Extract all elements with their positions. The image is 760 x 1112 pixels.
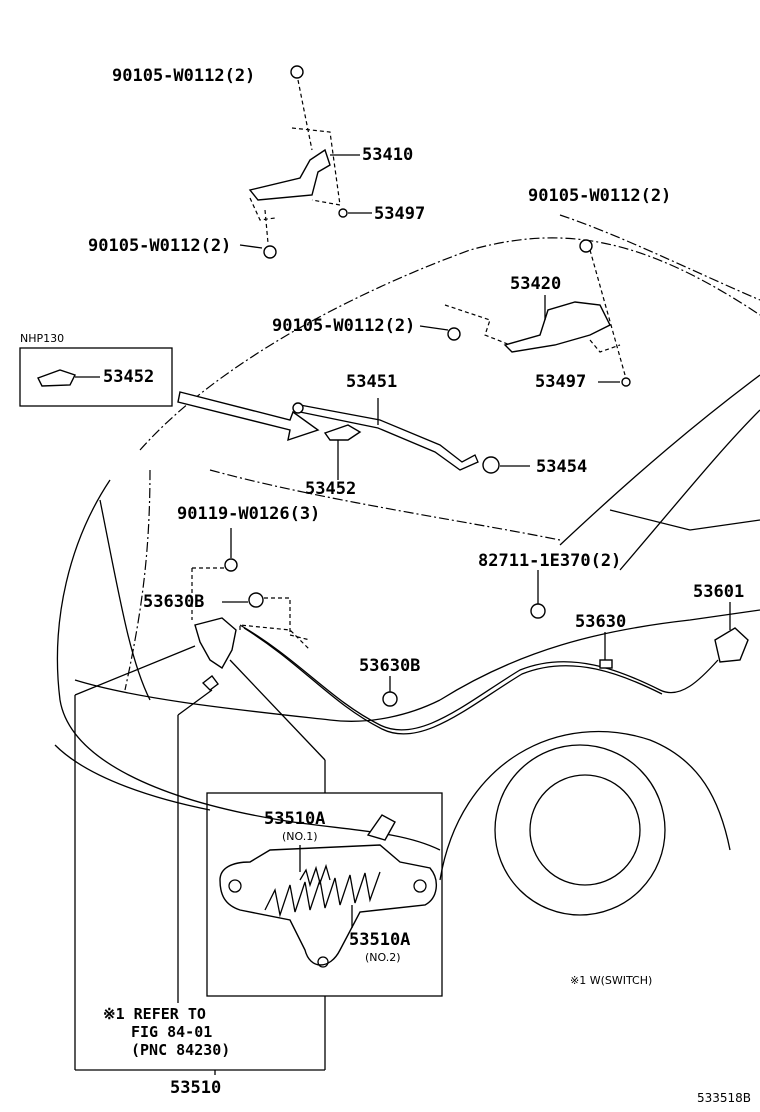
wheel-inner	[529, 774, 641, 886]
leader-small-part	[177, 689, 213, 716]
bolt-lock-shape	[224, 558, 238, 572]
label-spring-no1-note: (NO.1)	[282, 830, 318, 843]
label-spring-no2-note: (NO.2)	[365, 951, 401, 964]
detail-box	[206, 792, 443, 997]
plate-hole-right	[413, 879, 427, 893]
leader-rh-bolt	[589, 249, 626, 376]
label-spring-no2: 53510A	[349, 930, 411, 950]
hinge-rh-dash-box	[444, 304, 511, 346]
leader-lock-detail-a	[229, 659, 326, 761]
grille-outline	[74, 679, 441, 722]
small-part-shape	[201, 675, 219, 691]
wheel-arch	[439, 730, 731, 881]
clamp-lock-shape	[248, 592, 264, 608]
label-clamp-cable: 53630B	[359, 656, 421, 676]
cable-shape-2	[243, 627, 663, 735]
ref-line2: FIG 84-01	[131, 1023, 213, 1041]
ref-line3: (PNC 84230)	[131, 1041, 231, 1059]
spring-small	[299, 863, 331, 888]
variant-box	[19, 347, 173, 407]
label-holder: 53452	[305, 479, 357, 499]
label-switch-note: ※1 W(SWITCH)	[570, 974, 653, 987]
cable-shape	[239, 624, 719, 731]
hood-side-edge	[209, 469, 561, 541]
label-holder-box: 53452	[103, 367, 155, 387]
detail-hook	[366, 814, 396, 841]
wheel-outer	[494, 744, 666, 916]
hinge-rh-shape	[503, 301, 611, 353]
label-clip-cable: 82711-1E370(2)	[478, 551, 622, 571]
label-variant-box: NHP130	[20, 332, 65, 345]
label-support-rod: 53451	[346, 372, 398, 392]
hinge-lh-dash-left	[249, 197, 276, 221]
clip-shape	[530, 603, 546, 619]
label-bolt-hinge-top: 90105-W0112(2)	[112, 66, 256, 86]
spring-large	[264, 871, 381, 918]
cushion-rh-shape	[621, 377, 631, 387]
leader-bolt-lh-bottom	[239, 244, 263, 249]
leader-bolt-bottom	[264, 209, 269, 244]
bolt-top-shape	[290, 65, 304, 79]
label-lever: 53601	[693, 582, 745, 602]
hinge-lh-dash-box	[291, 127, 341, 206]
ref-line1: ※1 REFER TO	[103, 1005, 206, 1023]
label-spring-no1: 53510A	[264, 809, 326, 829]
bumper-line	[59, 699, 441, 851]
lock-shape	[194, 617, 237, 670]
label-lock-assy: 53510	[170, 1078, 222, 1098]
support-rod-shape	[299, 404, 479, 471]
cowl-line	[609, 509, 760, 531]
bolt-rh-left-shape	[447, 327, 461, 341]
cable-joint	[599, 659, 613, 669]
label-cushion-rh: 53497	[535, 372, 587, 392]
bolt-rh-top-shape	[579, 239, 593, 253]
label-bolt-hinge-rh-top: 90105-W0112(2)	[528, 186, 672, 206]
arrow	[177, 391, 320, 442]
fender-top	[439, 609, 760, 701]
label-cushion-lh: 53497	[374, 204, 426, 224]
label-bolt-hinge-rh-left: 90105-W0112(2)	[272, 316, 416, 336]
leader-bolt-top	[297, 79, 313, 151]
label-cable: 53630	[575, 612, 627, 632]
hood-outline	[139, 237, 760, 451]
lock-dash-box	[191, 567, 311, 641]
figure-code: 533518B	[697, 1091, 752, 1105]
windshield-line	[559, 374, 760, 546]
detail-plate	[219, 844, 437, 966]
front-corner	[56, 479, 111, 701]
plate-hole-left	[228, 879, 242, 893]
rod-end	[292, 402, 304, 414]
grommet-shape	[482, 456, 500, 474]
cable-dash-box	[239, 624, 311, 651]
lever-shape	[714, 627, 749, 663]
a-pillar-line	[619, 409, 760, 571]
bolt-lh-bottom-shape	[263, 245, 277, 259]
label-bolt-hinge-lh-bottom: 90105-W0112(2)	[88, 236, 232, 256]
label-hinge-lh: 53410	[362, 145, 414, 165]
hood-front-edge	[124, 469, 151, 691]
lower-grille	[54, 744, 211, 811]
clamp-cable-shape	[382, 691, 398, 707]
hinge-lh-shape	[248, 148, 331, 201]
label-bolt-lock: 90119-W0126(3)	[177, 504, 321, 524]
label-grommet: 53454	[536, 457, 588, 477]
holder-shape	[323, 424, 362, 441]
leader-bolt-rh-left	[419, 325, 449, 331]
cushion-lh-shape	[338, 208, 348, 218]
hood-rear-edge	[559, 214, 760, 301]
label-clamp-lock: 53630B	[143, 592, 205, 612]
headlamp-line	[99, 499, 151, 701]
plate-hole-bottom	[317, 956, 329, 968]
leader-lock-left	[74, 645, 196, 696]
label-hinge-rh: 53420	[510, 274, 562, 294]
holder-box-shape	[37, 369, 76, 387]
hinge-rh-dash-right	[589, 339, 621, 353]
